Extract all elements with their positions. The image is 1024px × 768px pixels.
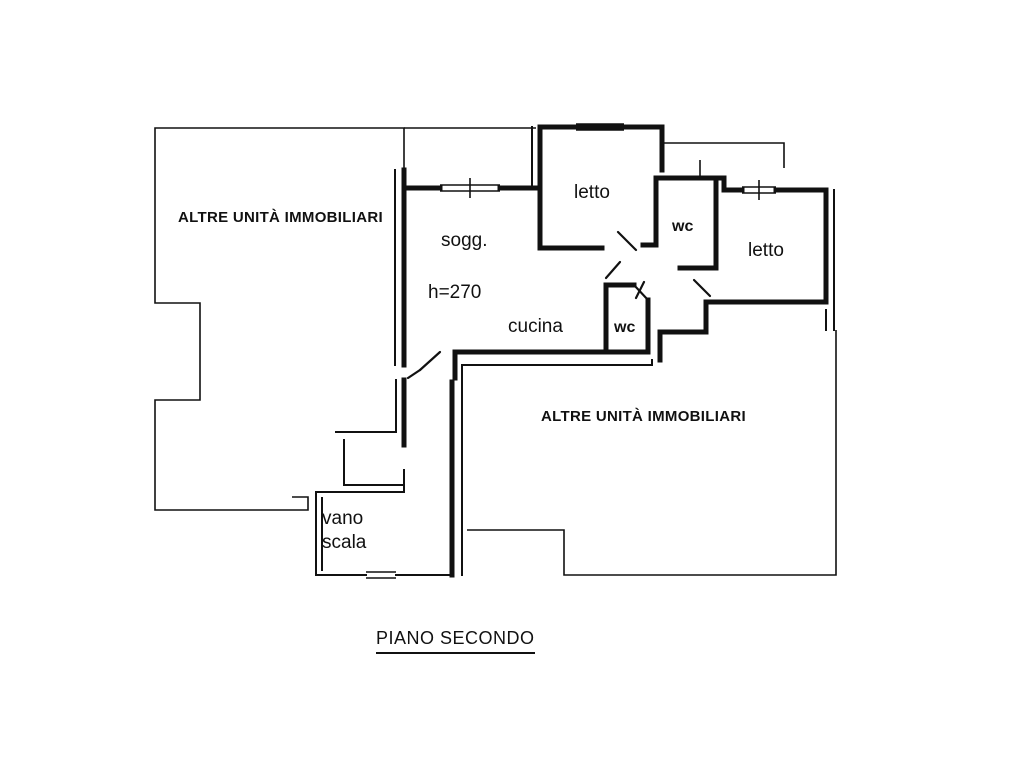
doors <box>406 230 712 380</box>
letto-label-1: letto <box>574 182 610 203</box>
soggiorno-label: sogg. <box>441 230 487 251</box>
floor-title: PIANO SECONDO <box>376 628 535 654</box>
windows <box>366 123 776 579</box>
wc-label-1: wc <box>671 218 693 235</box>
other-units-left-label: ALTRE UNITÀ IMMOBILIARI <box>178 209 383 226</box>
letto-label-2: letto <box>748 240 784 261</box>
apartment-walls <box>315 124 835 578</box>
right-units-outline <box>404 127 837 576</box>
cucina-label: cucina <box>508 316 563 337</box>
ceiling-height-label: h=270 <box>428 282 481 303</box>
vano-scala-label-1: vano <box>322 508 363 529</box>
other-units-right-label: ALTRE UNITÀ IMMOBILIARI <box>541 408 746 425</box>
left-units-outline <box>154 127 405 511</box>
wc-label-2: wc <box>613 319 635 336</box>
vano-scala-label-2: scala <box>322 532 367 553</box>
